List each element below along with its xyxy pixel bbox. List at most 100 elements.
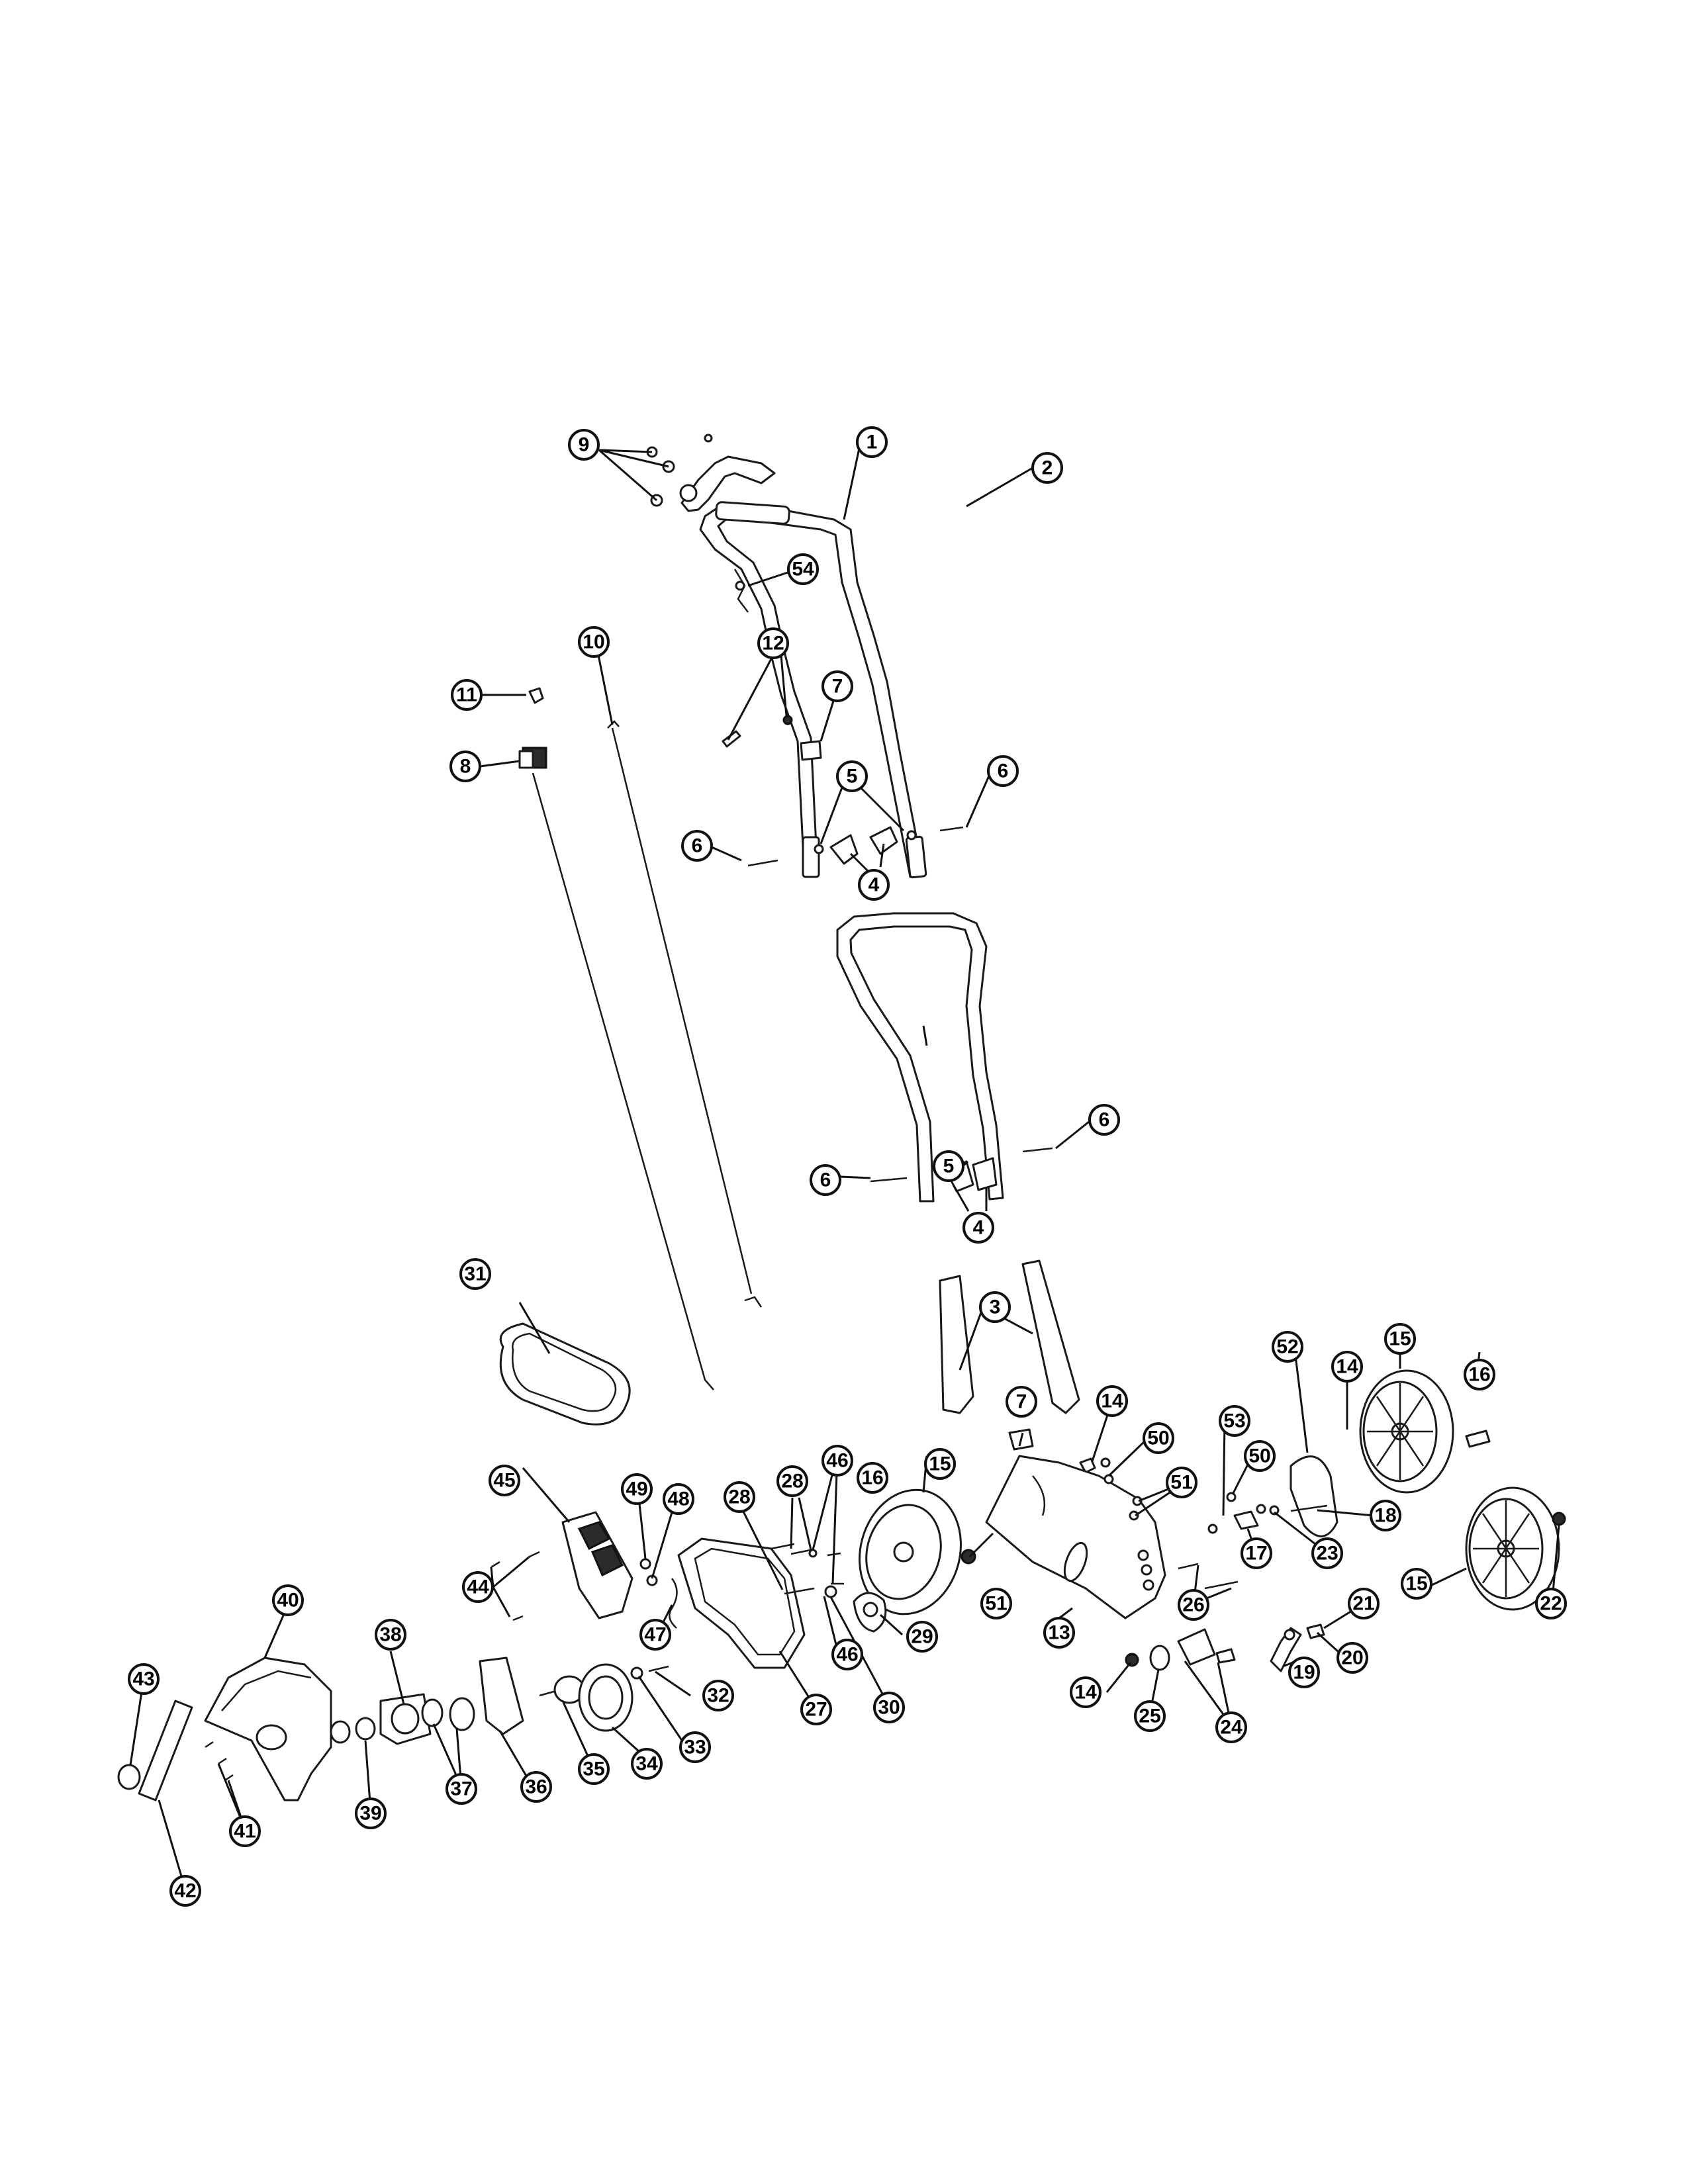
svg-text:3: 3 [990, 1297, 1001, 1318]
callout-6d: 6 [1088, 1104, 1120, 1136]
svg-text:14: 14 [1101, 1390, 1123, 1412]
callout-15b: 15 [924, 1448, 956, 1480]
callout-35: 35 [578, 1753, 610, 1785]
callout-14a: 14 [1096, 1385, 1128, 1417]
callout-39: 39 [355, 1797, 387, 1829]
callout-11: 11 [451, 679, 483, 711]
svg-text:30: 30 [878, 1697, 900, 1719]
rear-hardware [961, 1430, 1566, 1672]
callout-1: 1 [856, 426, 888, 458]
callout-5a: 5 [836, 760, 868, 792]
svg-text:35: 35 [583, 1758, 604, 1780]
svg-text:14: 14 [1074, 1682, 1097, 1704]
callout-15c: 15 [1401, 1568, 1432, 1600]
callout-46b: 46 [831, 1639, 863, 1670]
svg-text:7: 7 [832, 676, 843, 698]
callout-4a: 4 [858, 869, 890, 901]
svg-text:9: 9 [579, 434, 590, 456]
svg-text:15: 15 [1405, 1573, 1427, 1595]
svg-text:29: 29 [911, 1626, 933, 1648]
svg-text:4: 4 [973, 1217, 984, 1239]
callout-40: 40 [272, 1584, 304, 1616]
svg-text:4: 4 [868, 874, 880, 896]
svg-text:45: 45 [493, 1470, 515, 1492]
callout-4b: 4 [962, 1212, 994, 1244]
mid-drive-parts [491, 1511, 887, 1669]
svg-text:32: 32 [707, 1685, 729, 1707]
callout-23: 23 [1311, 1537, 1343, 1569]
callout-51a: 51 [1166, 1467, 1197, 1498]
callout-15a: 15 [1384, 1323, 1416, 1355]
svg-text:7: 7 [1016, 1391, 1027, 1413]
callout-51b: 51 [980, 1588, 1012, 1619]
callout-6a: 6 [681, 830, 713, 862]
svg-text:10: 10 [583, 631, 604, 653]
callout-46a: 46 [821, 1445, 853, 1477]
svg-text:37: 37 [450, 1778, 472, 1800]
callout-19: 19 [1288, 1657, 1320, 1688]
callout-36: 36 [520, 1771, 552, 1803]
svg-text:26: 26 [1182, 1594, 1204, 1616]
callout-52: 52 [1272, 1331, 1303, 1363]
callout-7a: 7 [821, 670, 853, 702]
callout-9: 9 [568, 429, 600, 461]
svg-text:6: 6 [692, 835, 703, 857]
svg-text:19: 19 [1293, 1662, 1315, 1684]
callout-33: 33 [679, 1731, 711, 1763]
callout-5b: 5 [933, 1150, 964, 1182]
svg-text:46: 46 [836, 1644, 858, 1666]
svg-text:22: 22 [1540, 1593, 1562, 1615]
callout-45: 45 [489, 1465, 520, 1496]
callout-30: 30 [873, 1692, 905, 1723]
callout-54: 54 [787, 553, 819, 585]
svg-text:50: 50 [1248, 1445, 1270, 1467]
drive-belt [499, 1322, 631, 1426]
svg-text:5: 5 [847, 766, 858, 788]
svg-text:11: 11 [456, 684, 477, 706]
svg-text:49: 49 [626, 1479, 647, 1500]
svg-text:15: 15 [1389, 1328, 1411, 1350]
svg-text:54: 54 [792, 559, 814, 580]
wheel-rear-lower [1465, 1486, 1560, 1611]
svg-text:6: 6 [1099, 1109, 1110, 1131]
svg-text:23: 23 [1316, 1543, 1338, 1565]
svg-text:28: 28 [781, 1471, 803, 1492]
svg-text:36: 36 [525, 1776, 547, 1798]
leader-lines [129, 441, 1560, 1890]
svg-text:13: 13 [1048, 1622, 1070, 1644]
callout-14c: 14 [1070, 1676, 1102, 1708]
callout-14b: 14 [1331, 1351, 1363, 1383]
callout-48: 48 [663, 1483, 694, 1515]
callout-43: 43 [128, 1663, 160, 1695]
svg-text:38: 38 [379, 1624, 401, 1646]
callout-29: 29 [906, 1621, 938, 1653]
svg-text:16: 16 [861, 1467, 883, 1489]
callout-50a: 50 [1143, 1422, 1174, 1454]
callout-53: 53 [1219, 1405, 1250, 1437]
svg-text:25: 25 [1139, 1706, 1160, 1727]
callout-20: 20 [1336, 1642, 1368, 1674]
callout-37: 37 [445, 1773, 477, 1805]
wheel-rear-upper [1359, 1369, 1454, 1494]
svg-text:33: 33 [684, 1737, 706, 1758]
callout-42: 42 [169, 1875, 201, 1907]
callout-34: 34 [631, 1748, 663, 1780]
callout-32: 32 [702, 1680, 734, 1711]
svg-text:50: 50 [1147, 1428, 1169, 1449]
callout-6b: 6 [987, 755, 1019, 787]
svg-text:48: 48 [667, 1488, 689, 1510]
svg-text:17: 17 [1245, 1543, 1267, 1565]
callout-38: 38 [375, 1619, 406, 1651]
callout-16a: 16 [1464, 1359, 1495, 1390]
svg-text:41: 41 [234, 1821, 256, 1843]
svg-text:28: 28 [728, 1486, 750, 1508]
callout-49: 49 [621, 1473, 653, 1505]
svg-text:24: 24 [1220, 1717, 1243, 1739]
svg-text:5: 5 [943, 1156, 955, 1177]
svg-text:6: 6 [820, 1169, 831, 1191]
callout-18: 18 [1370, 1500, 1401, 1531]
svg-text:51: 51 [1170, 1472, 1192, 1494]
callout-13: 13 [1043, 1617, 1075, 1649]
callout-24: 24 [1215, 1711, 1247, 1743]
